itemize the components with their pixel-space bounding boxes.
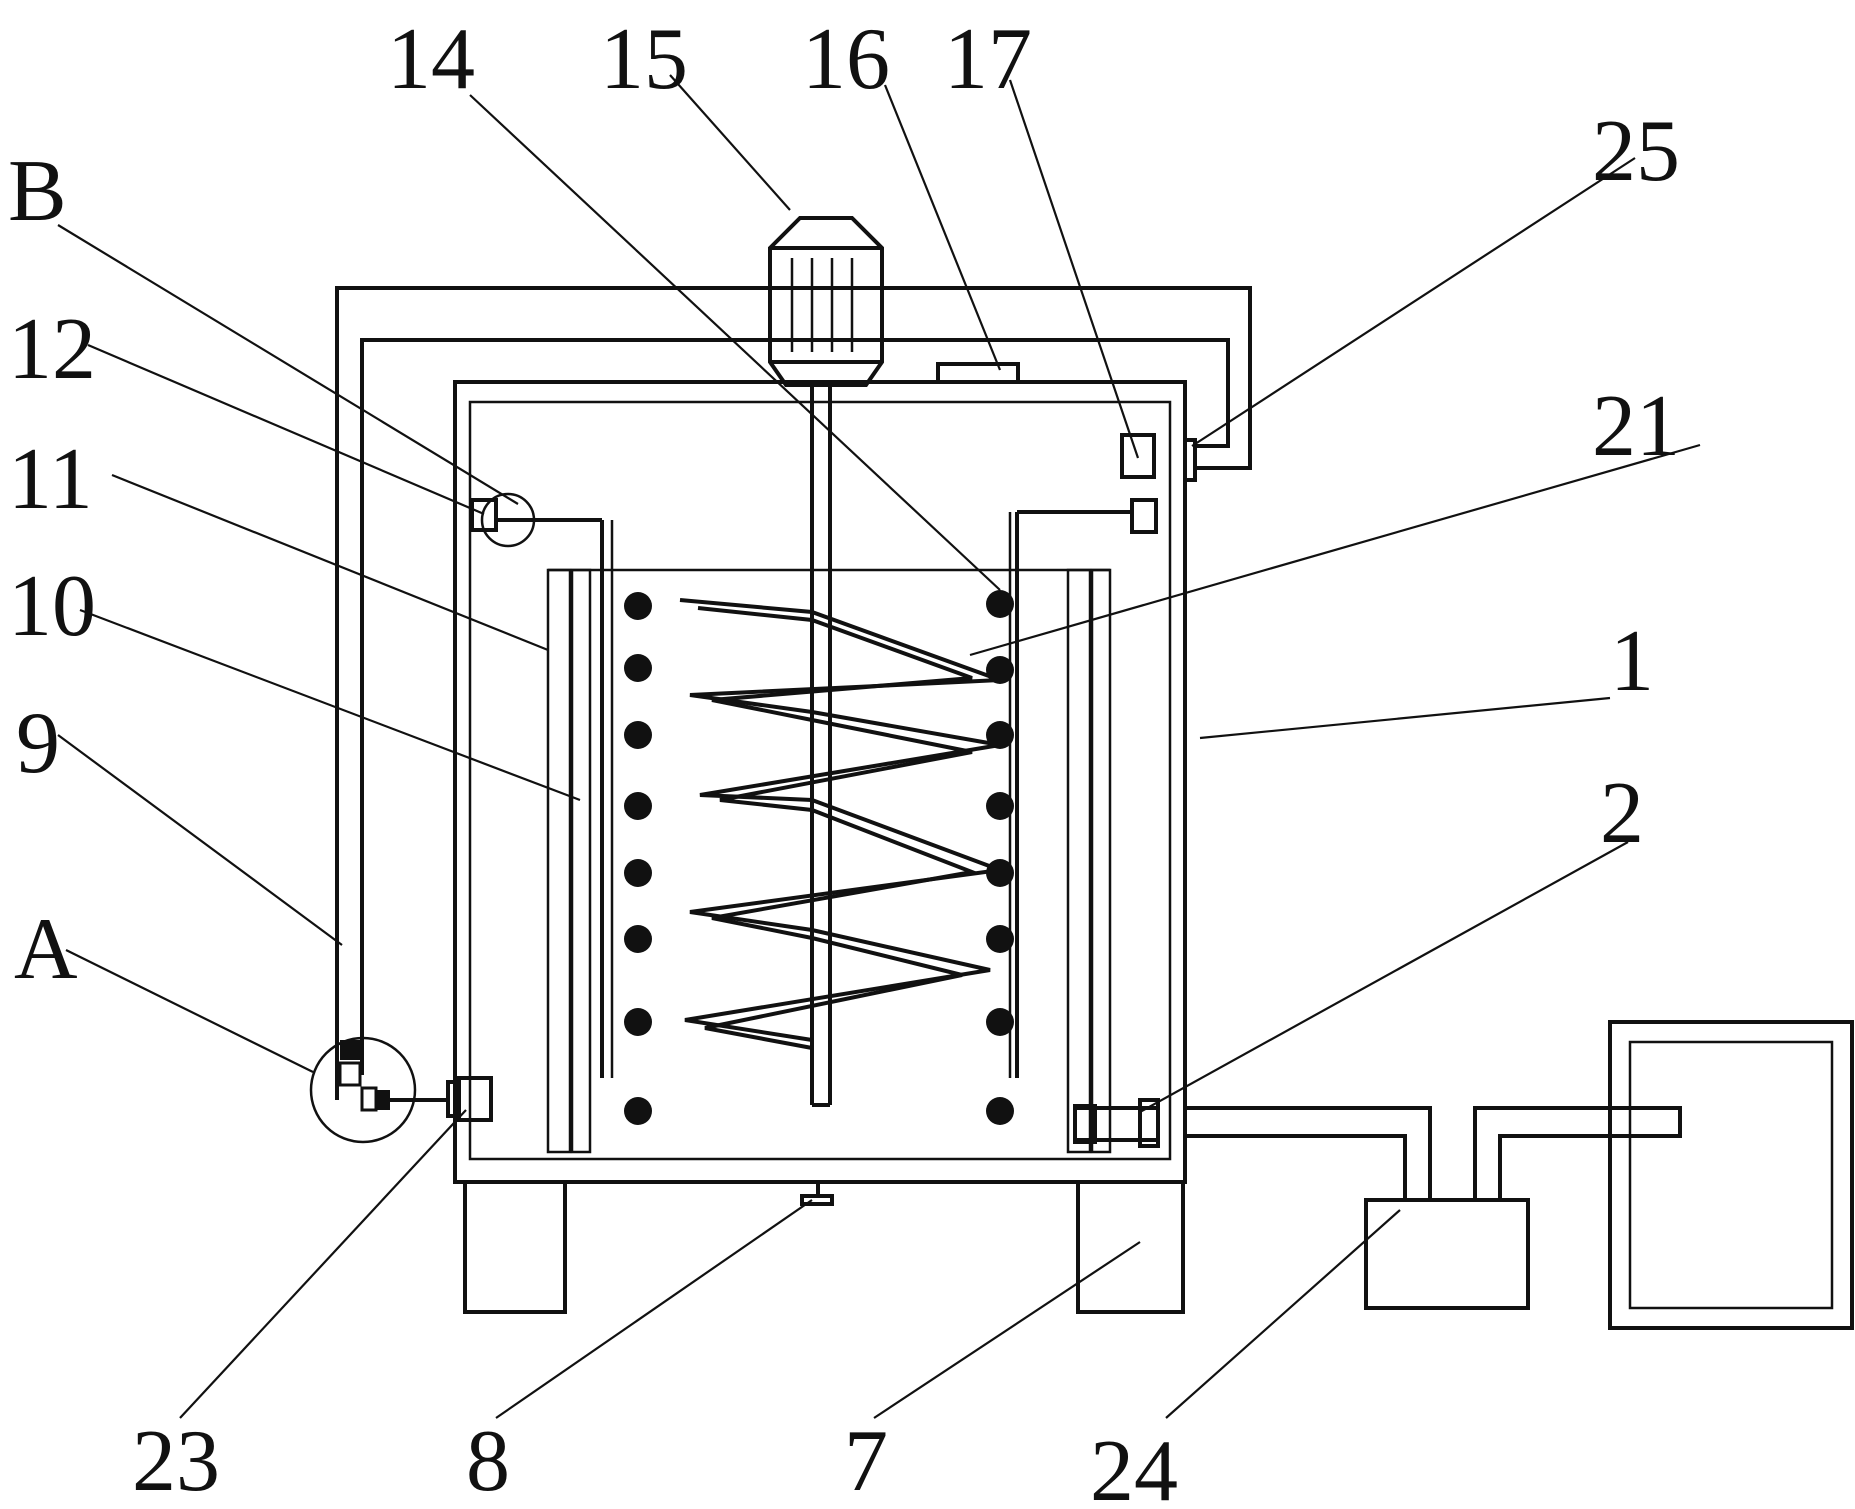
heater-wires [496,510,1130,522]
label-B: B [8,143,67,240]
label-A: A [14,901,78,998]
label-25: 25 [1592,103,1680,200]
label-24: 24 [1090,1423,1178,1509]
outlet-system [1073,1020,1854,1330]
inner-cylinder [546,512,1112,1154]
stirring-shaft [810,385,832,1107]
label-14: 14 [387,11,475,108]
label-17: 17 [944,11,1032,108]
label-11: 11 [8,431,93,528]
label-9: 9 [16,695,60,792]
drain-valve [800,1182,834,1206]
sensor-boxes [390,433,1197,1122]
motor [768,216,884,387]
label-2: 2 [1600,765,1644,862]
label-12: 12 [8,301,96,398]
label-21: 21 [1592,378,1680,475]
label-16: 16 [802,11,890,108]
detail-circles [309,492,536,1144]
feed-port [936,362,1020,384]
leader-lines [57,74,1701,1419]
outer-pipe-frame [335,286,1252,1100]
label-10: 10 [8,558,96,655]
callout-labels: 14 15 16 17 25 B 12 11 10 9 A 21 1 2 23 … [8,11,1680,1509]
label-7: 7 [844,1413,888,1509]
helical-ribbon [679,598,1001,1050]
label-23: 23 [132,1413,220,1509]
nozzle-dots [624,590,1014,1125]
label-8: 8 [466,1413,510,1509]
tank-legs [463,1180,1185,1314]
label-15: 15 [600,11,688,108]
label-1: 1 [1610,613,1654,710]
